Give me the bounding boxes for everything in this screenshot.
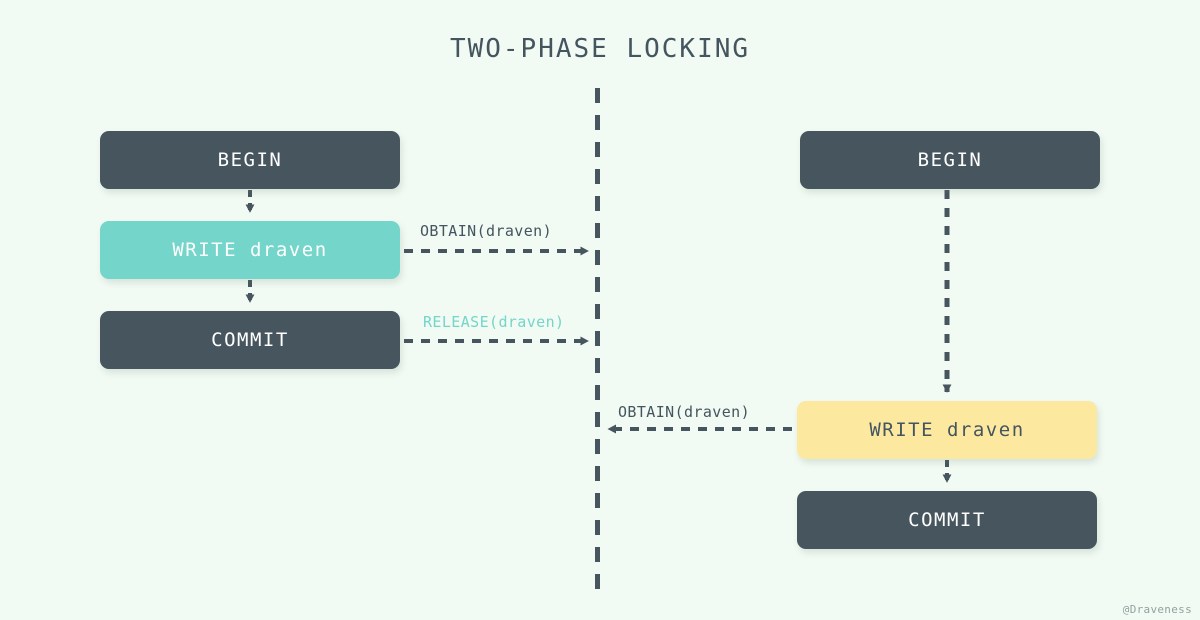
divider-dash	[595, 223, 600, 238]
divider-dash	[595, 439, 600, 454]
page-title: TWO-PHASE LOCKING	[449, 34, 751, 64]
divider-dash	[595, 331, 600, 346]
edge-label-obtain-2: OBTAIN(draven)	[618, 403, 751, 421]
divider-dash	[595, 466, 600, 481]
lock-manager-divider	[595, 88, 600, 589]
divider-dash	[595, 142, 600, 157]
divider-dash	[595, 196, 600, 211]
divider-dash	[595, 304, 600, 319]
node-left-commit[interactable]: COMMIT	[100, 311, 400, 369]
divider-dash	[595, 358, 600, 373]
divider-dash	[595, 169, 600, 184]
divider-dash	[595, 547, 600, 562]
divider-dash	[595, 520, 600, 535]
divider-dash	[595, 574, 600, 589]
divider-dash	[595, 493, 600, 508]
divider-dash	[595, 115, 600, 130]
node-left-begin[interactable]: BEGIN	[100, 131, 400, 189]
node-right-write[interactable]: WRITE draven	[797, 401, 1097, 459]
edge-label-release-1: RELEASE(draven)	[423, 313, 565, 331]
node-left-write[interactable]: WRITE draven	[100, 221, 400, 279]
divider-dash	[595, 88, 600, 103]
divider-dash	[595, 385, 600, 400]
divider-dash	[595, 250, 600, 265]
edge-label-obtain-1: OBTAIN(draven)	[420, 222, 553, 240]
node-right-begin[interactable]: BEGIN	[800, 131, 1100, 189]
watermark: @Draveness	[1122, 603, 1192, 616]
node-right-commit[interactable]: COMMIT	[797, 491, 1097, 549]
divider-dash	[595, 412, 600, 427]
divider-dash	[595, 277, 600, 292]
